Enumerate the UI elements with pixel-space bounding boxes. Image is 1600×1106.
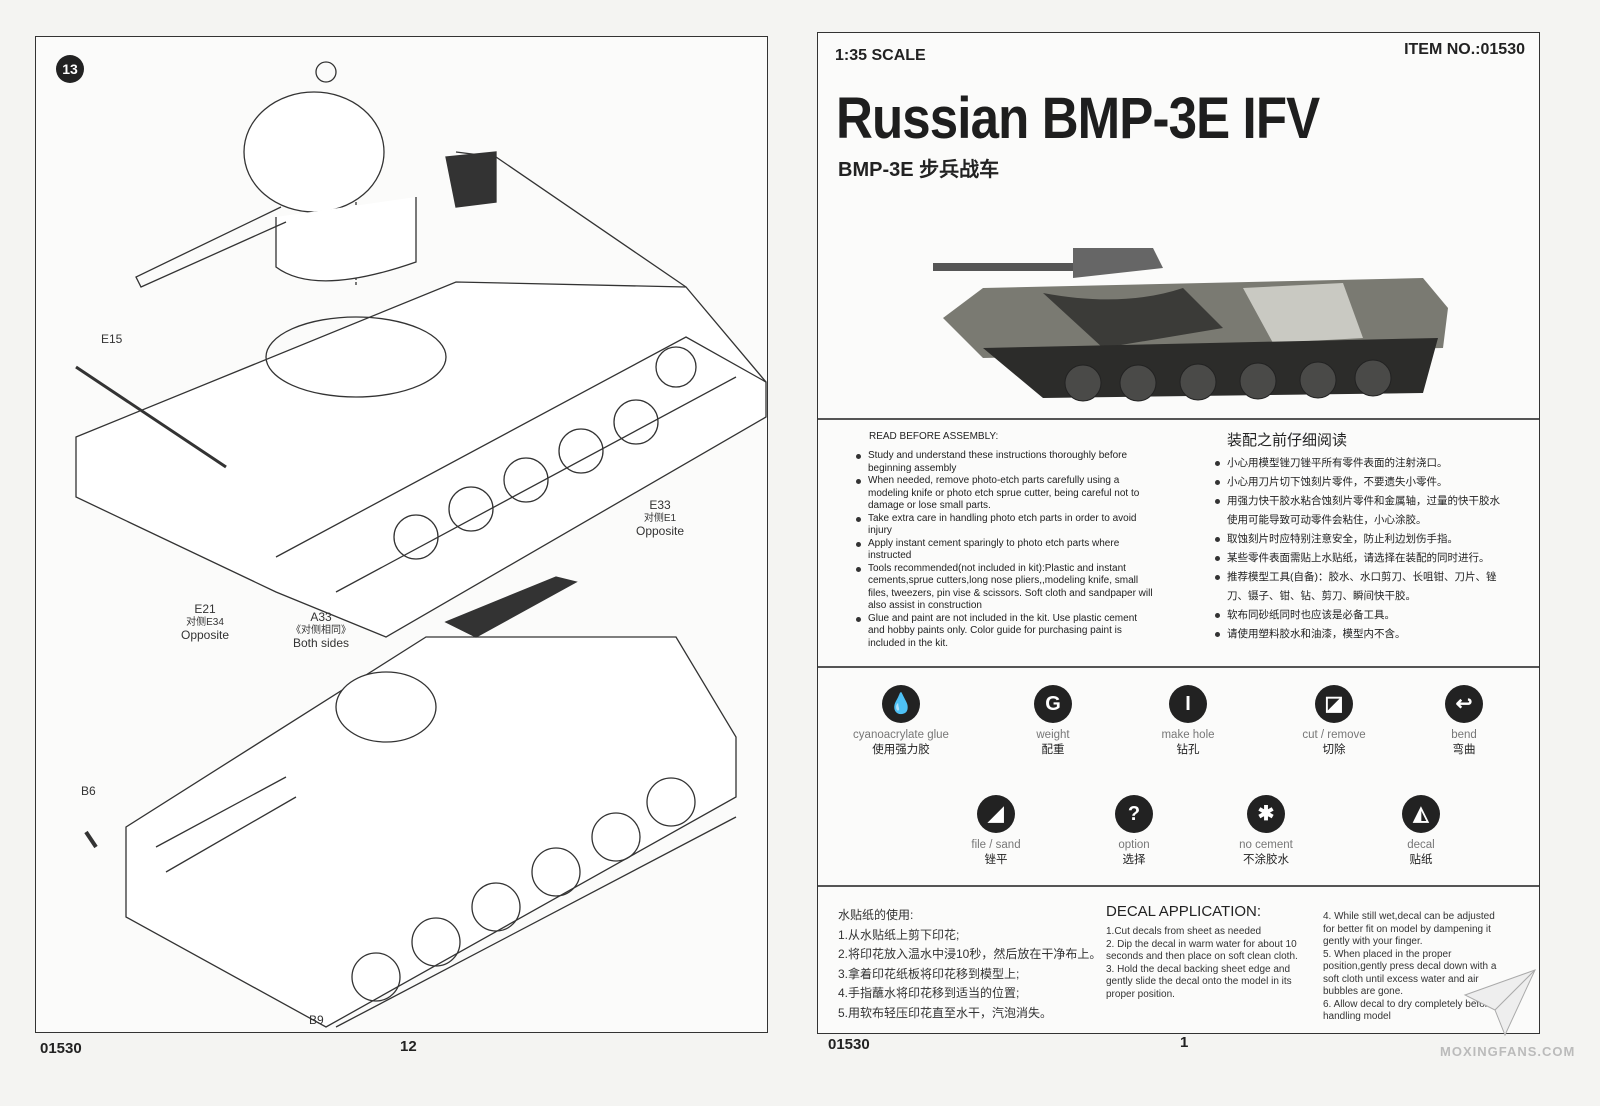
right-page-number: 1 bbox=[1180, 1034, 1189, 1051]
read-before-heading: READ BEFORE ASSEMBLY: bbox=[869, 431, 999, 442]
decal-step-cn: 5.用软布轻压印花直至水干，汽泡消失。 bbox=[838, 1005, 1053, 1020]
decal-step: 6. Allow decal to dry completely before … bbox=[1323, 998, 1494, 1023]
decal-step: 2. Dip the decal in warm water for about… bbox=[1106, 938, 1298, 963]
left-item-code: 01530 bbox=[40, 1040, 82, 1057]
turret-drawing bbox=[135, 61, 417, 288]
upper-hull-drawing bbox=[75, 147, 767, 638]
item-number: ITEM NO.:01530 bbox=[1404, 41, 1525, 58]
box-art-vehicle-image bbox=[933, 248, 1448, 402]
no-cement-icon: ✱ bbox=[1247, 795, 1285, 833]
turret-assembly-drawing bbox=[75, 61, 767, 1028]
instruction-item-cn: 用强力快干胶水粘合蚀刻片零件和金属轴，过量的快干胶水使用可能导致可动零件会粘住，… bbox=[1213, 492, 1503, 530]
instruction-item-cn: 软布同砂纸同时也应该是必备工具。 bbox=[1213, 606, 1503, 625]
instruction-item: Glue and paint are not included in the k… bbox=[854, 613, 1154, 651]
road-wheels-lower bbox=[351, 777, 696, 1002]
decal-step-cn: 4.手指蘸水将印花移到适当的位置; bbox=[838, 986, 1020, 1000]
decal-step-cn: 1.从水贴纸上剪下印花; bbox=[838, 927, 960, 942]
instruction-item-cn: 取蚀刻片时应特别注意安全，防止利边划伤手指。 bbox=[1213, 530, 1503, 549]
right-page: 1:35 SCALE ITEM NO.:01530 Russian BMP-3E… bbox=[817, 32, 1540, 1034]
instruction-item: Study and understand these instructions … bbox=[854, 450, 1154, 475]
instruction-item-cn: 请使用塑料胶水和油漆，模型内不含。 bbox=[1213, 625, 1503, 644]
read-before-heading-cn: 装配之前仔细阅读 bbox=[1227, 431, 1348, 449]
step-number-badge: 13 bbox=[56, 55, 84, 83]
decal-heading: DECAL APPLICATION: bbox=[1106, 903, 1262, 920]
file-icon: ◢ bbox=[977, 795, 1015, 833]
part-label-a33: A33《对侧相同》Both sides bbox=[291, 610, 351, 650]
bend-icon: ↩ bbox=[1445, 685, 1483, 723]
watermark: MOXINGFANS.COM bbox=[1440, 1044, 1576, 1059]
paper-plane-logo-icon bbox=[1463, 969, 1536, 1037]
instruction-item-cn: 推荐模型工具(自备)：胶水、水口剪刀、长咀钳、刀片、锉刀、镊子、钳、钻、剪刀、瞬… bbox=[1213, 568, 1503, 606]
left-page-number: 12 bbox=[400, 1038, 417, 1055]
option-icon: ? bbox=[1115, 795, 1153, 833]
instruction-item: Tools recommended(not included in kit):P… bbox=[854, 563, 1154, 613]
decal-application-cn: 水贴纸的使用: 1.从水贴纸上剪下印花; 2.将印花放入温水中浸10秒，然后放在… bbox=[838, 906, 1118, 1023]
decal-step-cn: 3.拿着印花纸板将印花移到模型上; bbox=[838, 966, 1020, 981]
glue-drop-icon: 💧 bbox=[882, 685, 920, 723]
instruction-item: Take extra care in handling photo etch p… bbox=[854, 513, 1154, 538]
right-item-code: 01530 bbox=[828, 1036, 870, 1053]
decal-step: 1.Cut decals from sheet as needed bbox=[1106, 926, 1262, 937]
decal-step: 5. When placed in the proper position,ge… bbox=[1323, 948, 1497, 998]
part-label-b6: B6 bbox=[81, 784, 96, 798]
cut-icon: ◪ bbox=[1315, 685, 1353, 723]
road-wheels-upper bbox=[393, 346, 697, 560]
instruction-item: When needed, remove photo-etch parts car… bbox=[854, 475, 1154, 513]
read-before-assembly-cn: 装配之前仔细阅读 小心用模型锉刀锉平所有零件表面的注射浇口。 小心用刀片切下蚀刻… bbox=[1213, 429, 1503, 644]
decal-step: 3. Hold the decal backing sheet edge and… bbox=[1106, 963, 1292, 1000]
decal-application-en: DECAL APPLICATION: 1.Cut decals from she… bbox=[1106, 903, 1311, 1001]
kit-subtitle: BMP-3E 步兵战车 bbox=[838, 159, 1000, 181]
instruction-item-cn: 小心用模型锉刀锉平所有零件表面的注射浇口。 bbox=[1213, 454, 1503, 473]
kit-title: Russian BMP-3E IFV bbox=[836, 86, 1320, 151]
scale-label: 1:35 SCALE bbox=[835, 47, 926, 64]
part-label-b9: B9 bbox=[309, 1013, 324, 1027]
read-before-assembly-en: READ BEFORE ASSEMBLY: Study and understa… bbox=[854, 431, 1154, 650]
lower-hull-drawing bbox=[125, 576, 737, 1028]
instruction-item-cn: 某些零件表面需贴上水贴纸，请选择在装配的同时进行。 bbox=[1213, 549, 1503, 568]
weight-icon: G bbox=[1034, 685, 1072, 723]
decal-icon: ◭ bbox=[1402, 795, 1440, 833]
instruction-item-cn: 小心用刀片切下蚀刻片零件，不要遗失小零件。 bbox=[1213, 473, 1503, 492]
decal-step-cn: 2.将印花放入温水中浸10秒，然后放在干净布上。 bbox=[838, 947, 1102, 961]
part-label-e15: E15 bbox=[101, 332, 123, 346]
instruction-item: Apply instant cement sparingly to photo … bbox=[854, 538, 1154, 563]
decal-heading-cn: 水贴纸的使用: bbox=[838, 908, 914, 922]
decal-application-en-cont: 4. While still wet,decal can be adjusted… bbox=[1323, 911, 1508, 1024]
drill-icon: I bbox=[1169, 685, 1207, 723]
decal-step: 4. While still wet,decal can be adjusted… bbox=[1323, 911, 1495, 947]
